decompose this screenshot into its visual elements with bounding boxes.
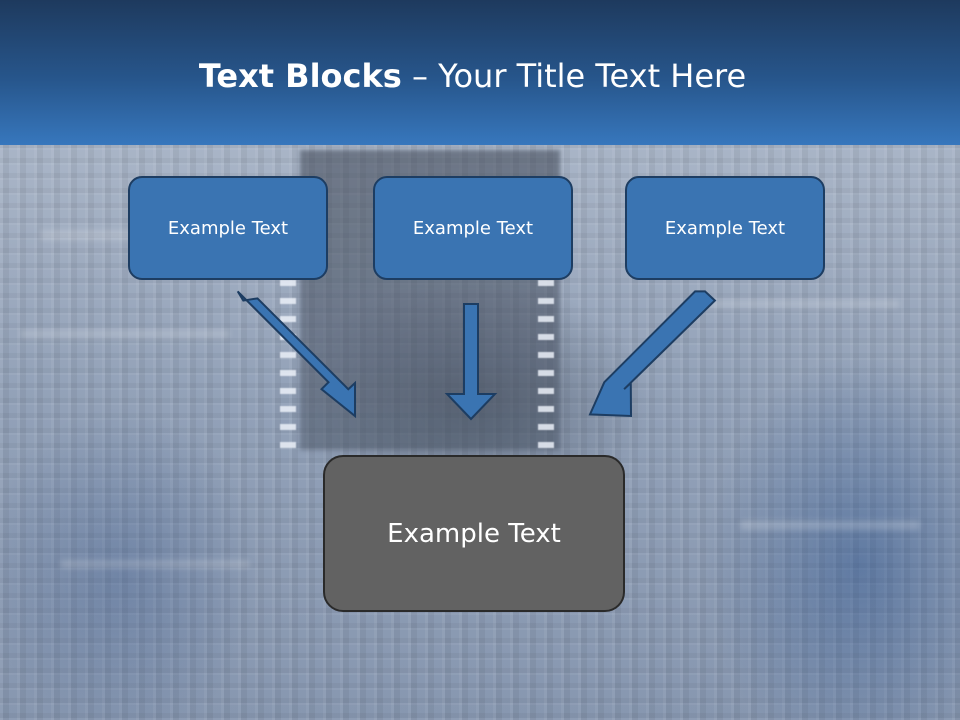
arrow-down-right-icon[interactable] xyxy=(236,290,356,419)
chip-pins-right xyxy=(538,280,554,450)
title-bold: Text Blocks xyxy=(198,57,402,95)
text-block-bottom-label: Example Text xyxy=(387,518,561,549)
text-block-center[interactable]: Example Text xyxy=(373,176,573,280)
chip-pins-left xyxy=(280,280,296,450)
text-block-right-label: Example Text xyxy=(664,217,786,239)
light-streak xyxy=(20,330,230,338)
title-bar: Text Blocks – Your Title Text Here xyxy=(0,0,960,145)
light-streak xyxy=(60,560,250,568)
title-rest: Your Title Text Here xyxy=(438,57,747,95)
light-streak xyxy=(740,520,920,530)
arrow-down-left-icon[interactable] xyxy=(588,290,717,418)
text-block-right[interactable]: Example Text xyxy=(625,176,825,280)
text-block-center-label: Example Text xyxy=(412,217,534,239)
arrow-down-icon[interactable] xyxy=(444,303,498,421)
light-streak xyxy=(700,300,900,308)
text-block-left[interactable]: Example Text xyxy=(128,176,328,280)
title-dash: – xyxy=(401,57,439,95)
slide-title[interactable]: Text Blocks – Your Title Text Here xyxy=(0,56,945,96)
text-block-left-label: Example Text xyxy=(167,217,289,239)
text-block-bottom[interactable]: Example Text xyxy=(323,455,625,612)
